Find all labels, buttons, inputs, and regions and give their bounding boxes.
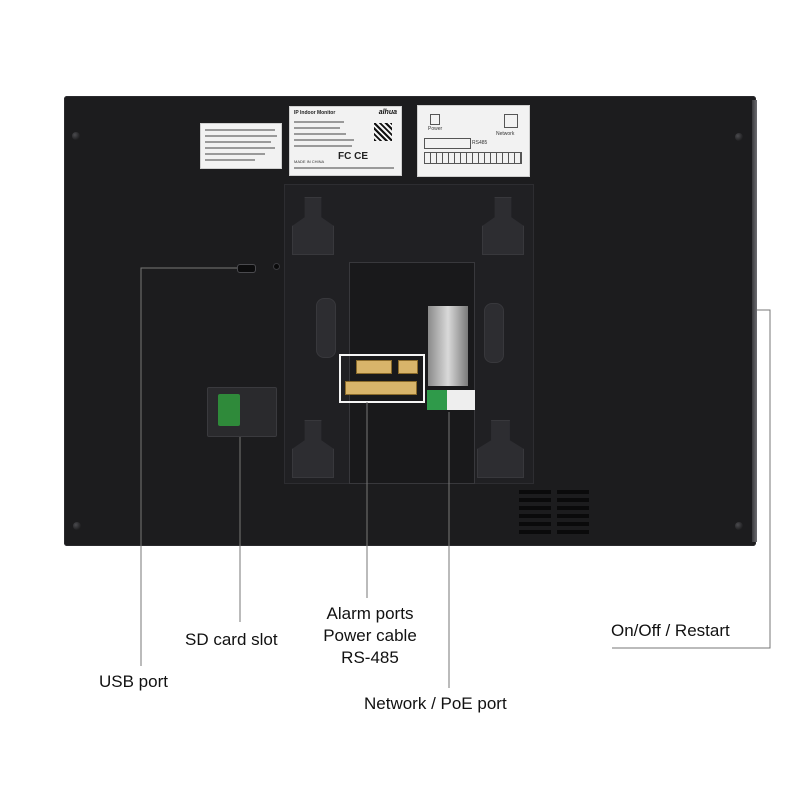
callout-power-cable-line: Power cable <box>323 626 417 645</box>
usb-callout-line <box>140 267 237 666</box>
network-icon <box>504 114 518 128</box>
usb-port <box>237 264 256 273</box>
screw-icon <box>735 133 743 141</box>
certification-marks: FC CE <box>338 151 368 162</box>
made-in-text: MADE IN CHINA <box>294 159 325 164</box>
callout-usb-port: USB port <box>99 672 168 691</box>
callout-alarm-ports: Alarm ports Power cable RS-485 <box>300 603 440 669</box>
callout-on-off-restart: On/Off / Restart <box>611 621 730 640</box>
mount-slot <box>484 303 504 363</box>
terminal-diagram <box>424 138 471 149</box>
screw-icon <box>73 522 81 530</box>
network-cable-label-tag <box>447 390 475 410</box>
ports-highlight-frame <box>339 354 425 403</box>
brand-logo: alhua <box>378 109 397 116</box>
rs485-label: RS485 <box>472 140 488 146</box>
rs485-port-connector <box>345 381 417 395</box>
mount-slot <box>316 298 336 358</box>
network-cable <box>428 306 468 386</box>
callout-alarm-ports-line: Alarm ports <box>326 604 414 623</box>
qr-code-icon <box>374 123 392 141</box>
wiring-sticker: Power Network RS485 <box>417 105 530 177</box>
screw-icon <box>72 132 80 140</box>
device-side-edge <box>752 100 757 542</box>
model-sticker-title: IP Indoor Monitor <box>294 110 336 116</box>
onoff-callout-line <box>612 309 771 649</box>
callout-rs485-line: RS-485 <box>341 648 399 667</box>
model-sticker: IP Indoor Monitor alhua FC CE MADE IN CH… <box>289 106 402 176</box>
indicator-dot <box>273 263 280 270</box>
terminal-strip-diagram <box>424 152 522 164</box>
alarm-port-connector <box>356 360 392 374</box>
network-label: Network <box>496 131 515 137</box>
callout-sd-card-slot: SD card slot <box>185 630 278 649</box>
sd-card-slot <box>207 387 277 437</box>
sd-card <box>218 394 240 426</box>
callout-network-poe-port: Network / PoE port <box>364 694 507 713</box>
power-icon <box>430 114 440 125</box>
network-cable-tag <box>427 390 447 410</box>
power-label: Power <box>428 126 443 132</box>
screw-icon <box>735 522 743 530</box>
compliance-sticker <box>200 123 282 169</box>
power-port-connector <box>398 360 418 374</box>
